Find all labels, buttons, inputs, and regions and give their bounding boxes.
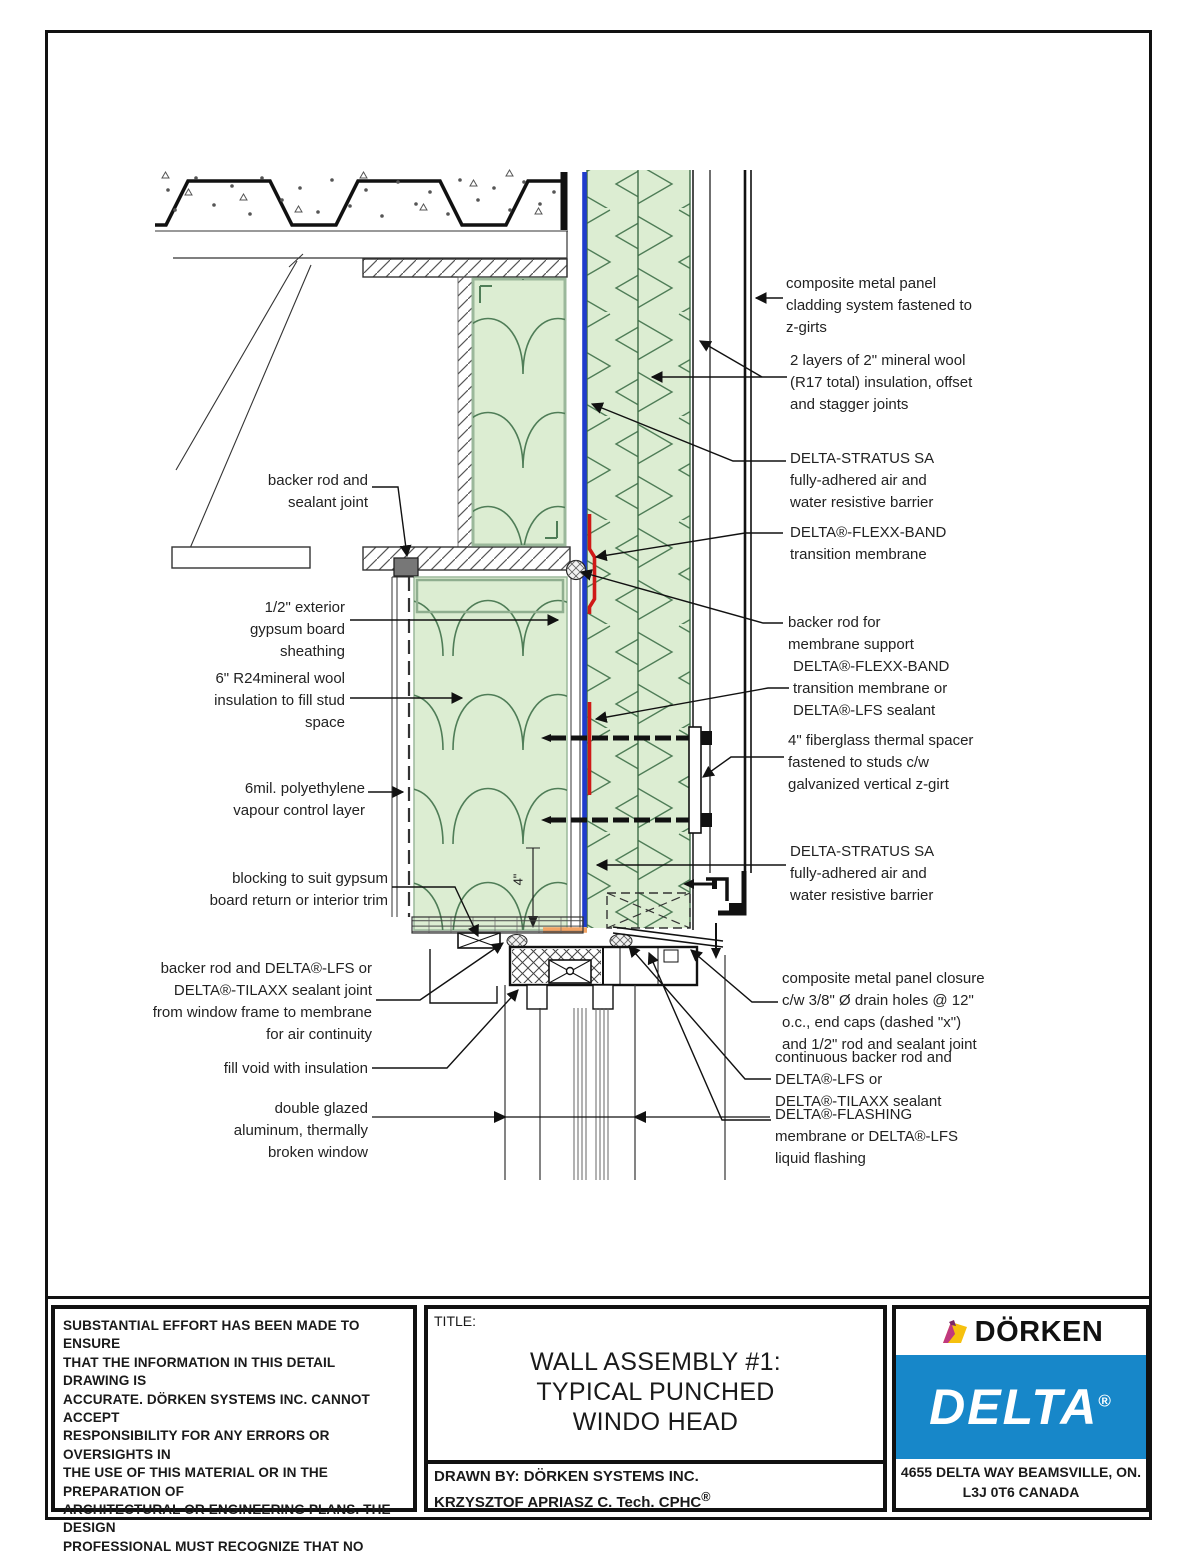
dorken-logo: DÖRKEN [896,1309,1146,1355]
label-gypsum-sheathing: 1/2" exterior gypsum board sheathing [249,599,345,660]
flexx-band-red-upper [587,514,597,614]
exterior-mineral-wool [586,170,691,928]
label-delta-flashing: DELTA®-FLASHING membrane or DELTA®-LFS l… [775,1106,959,1167]
leader-lines [350,292,789,1123]
label-blocking: blocking to suit gypsum board return or … [209,870,388,909]
composite-metal-panel [743,170,752,873]
structure-soffit-and-brace [171,231,568,569]
dorken-wordmark: DÖRKEN [974,1315,1104,1348]
label-fill-void-insulation: fill void with insulation [223,1060,368,1077]
window-glazing-lines [504,955,726,1180]
gypsum-sheathing-lines [570,577,581,928]
label-double-glazed-window: double glazed aluminum, thermally broken… [233,1100,368,1161]
drawn-by-box: DRAWN BY: DÖRKEN SYSTEMS INC. KRZYSZTOF … [428,1460,883,1511]
disclaimer-text: SUBSTANTIAL EFFORT HAS BEEN MADE TO ENSU… [63,1318,391,1553]
sheet-border [45,30,1152,1520]
label-backer-rod-sealant-joint: backer rod and sealant joint [267,472,368,511]
dorken-logo-icon [942,1320,967,1343]
backer-rod-membrane-support [565,559,587,581]
label-stratus-sa-lower: DELTA-STRATUS SA fully-adhered air and w… [790,843,935,904]
metal-panel-closure [606,871,747,959]
drawing-title: WALL ASSEMBLY #1: TYPICAL PUNCHED WINDO … [529,1348,782,1436]
interior-finish-lines [391,576,414,917]
delta-wordmark: DELTA® [929,1379,1113,1435]
drawn-by-line2: KRZYSZTOF APRIASZ C. Tech. CPHC® [434,1490,711,1511]
delta-logo-band: DELTA® [896,1355,1146,1459]
label-fiberglass-thermal-spacer: 4" fiberglass thermal spacer fastened to… [788,732,974,793]
registered-mark: ® [701,1490,711,1504]
logo-box: DÖRKEN DELTA® 4655 DELTA WAY BEAMSVILLE,… [892,1305,1150,1512]
label-two-layers-mineral-wool: 2 layers of 2" mineral wool (R17 total) … [790,352,973,413]
drawn-by-line1: DRAWN BY: DÖRKEN SYSTEMS INC. [434,1468,699,1485]
label-continuous-backer-rod: continuous backer rod and DELTA®-LFS or … [775,1049,952,1110]
label-vapour-control-layer: 6mil. polyethylene vapour control layer [233,780,365,819]
thermal-spacer-and-fasteners [541,726,712,834]
title-box: TITLE: WALL ASSEMBLY #1: TYPICAL PUNCHED… [424,1305,887,1512]
company-address: 4655 DELTA WAY BEAMSVILLE, ON. L3J 0T6 C… [900,1464,1142,1500]
header-cavity-insulation [471,277,567,547]
label-backer-rod-lfs-tilaxx: backer rod and DELTA®-LFS or DELTA®-TILA… [152,960,372,1043]
disclaimer-box: SUBSTANTIAL EFFORT HAS BEEN MADE TO ENSU… [51,1305,417,1553]
label-stud-insulation: 6" R24mineral wool insulation to fill st… [214,670,345,731]
stud-cavity-insulation [413,576,568,931]
window-head-assembly [411,916,699,1010]
label-panel-closure: composite metal panel closure c/w 3/8" Ø… [782,970,985,1053]
title-label: TITLE: [434,1313,477,1329]
label-flexx-band-or-lfs: DELTA®-FLEXX-BAND transition membrane or… [793,658,950,719]
wall-assembly-detail-drawing [155,169,789,1180]
label-composite-panel-cladding: composite metal panel cladding system fa… [786,275,972,336]
label-flexx-band: DELTA®-FLEXX-BAND transition membrane [790,524,947,563]
label-stratus-sa-upper: DELTA-STRATUS SA fully-adhered air and w… [790,450,935,511]
title-block-divider [45,1296,1152,1299]
metal-deck-and-concrete [155,169,568,232]
label-backer-rod-membrane-support: backer rod for membrane support [788,614,914,653]
steel-header-channel [362,258,571,577]
dimension-text-4in: 4" [510,873,526,886]
